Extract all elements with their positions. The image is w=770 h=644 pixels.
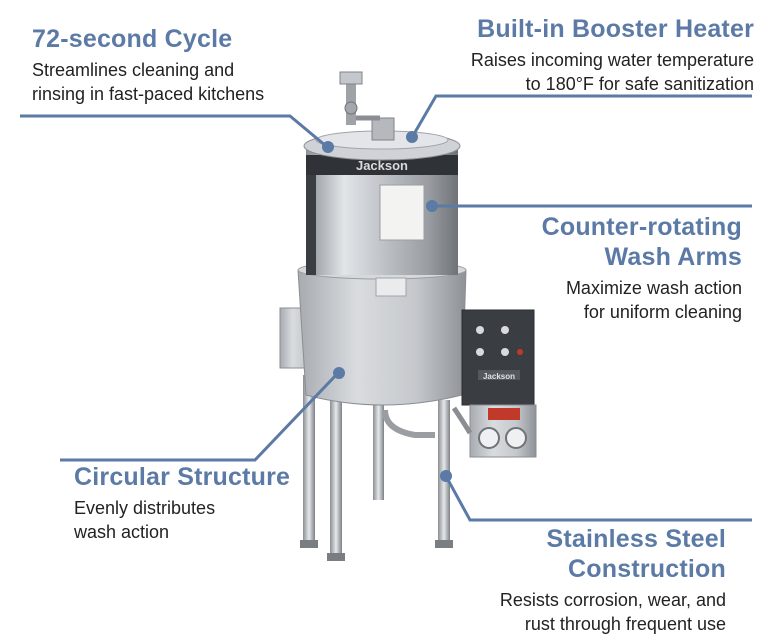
feature-wash-arms: Counter-rotating Wash Arms Maximize wash… (542, 212, 742, 324)
control-panel (461, 309, 535, 406)
feature-booster: Built-in Booster Heater Raises incoming … (471, 14, 754, 96)
feature-description: Resists corrosion, wear, and rust throug… (499, 590, 726, 634)
svg-text:Jackson: Jackson (483, 372, 515, 381)
feature-title: Circular Structure (74, 463, 291, 491)
brand-band (306, 155, 458, 175)
feature-circular: Circular Structure Evenly distributes wa… (74, 462, 290, 544)
feature-title: Stainless Steel Construction (546, 525, 726, 583)
spec-label (379, 184, 425, 241)
feature-title: Built-in Booster Heater (477, 15, 754, 43)
leg (303, 375, 315, 545)
leg (438, 400, 450, 545)
temperature-gauge (505, 427, 527, 449)
leg (330, 400, 342, 558)
brand-logo: Jackson (356, 158, 408, 173)
feature-description: Evenly distributes wash action (74, 498, 216, 542)
feature-cycle: 72-second Cycle Streamlines cleaning and… (32, 24, 264, 106)
feature-description: Raises incoming water temperature to 180… (470, 50, 754, 94)
feature-description: Maximize wash action for uniform cleanin… (565, 278, 742, 322)
leg (373, 405, 384, 500)
pressure-gauge (478, 427, 500, 449)
feature-title: Counter-rotating Wash Arms (541, 213, 742, 271)
feature-title: 72-second Cycle (32, 25, 233, 53)
feature-stainless: Stainless Steel Construction Resists cor… (500, 524, 726, 636)
feature-description: Streamlines cleaning and rinsing in fast… (32, 60, 265, 104)
